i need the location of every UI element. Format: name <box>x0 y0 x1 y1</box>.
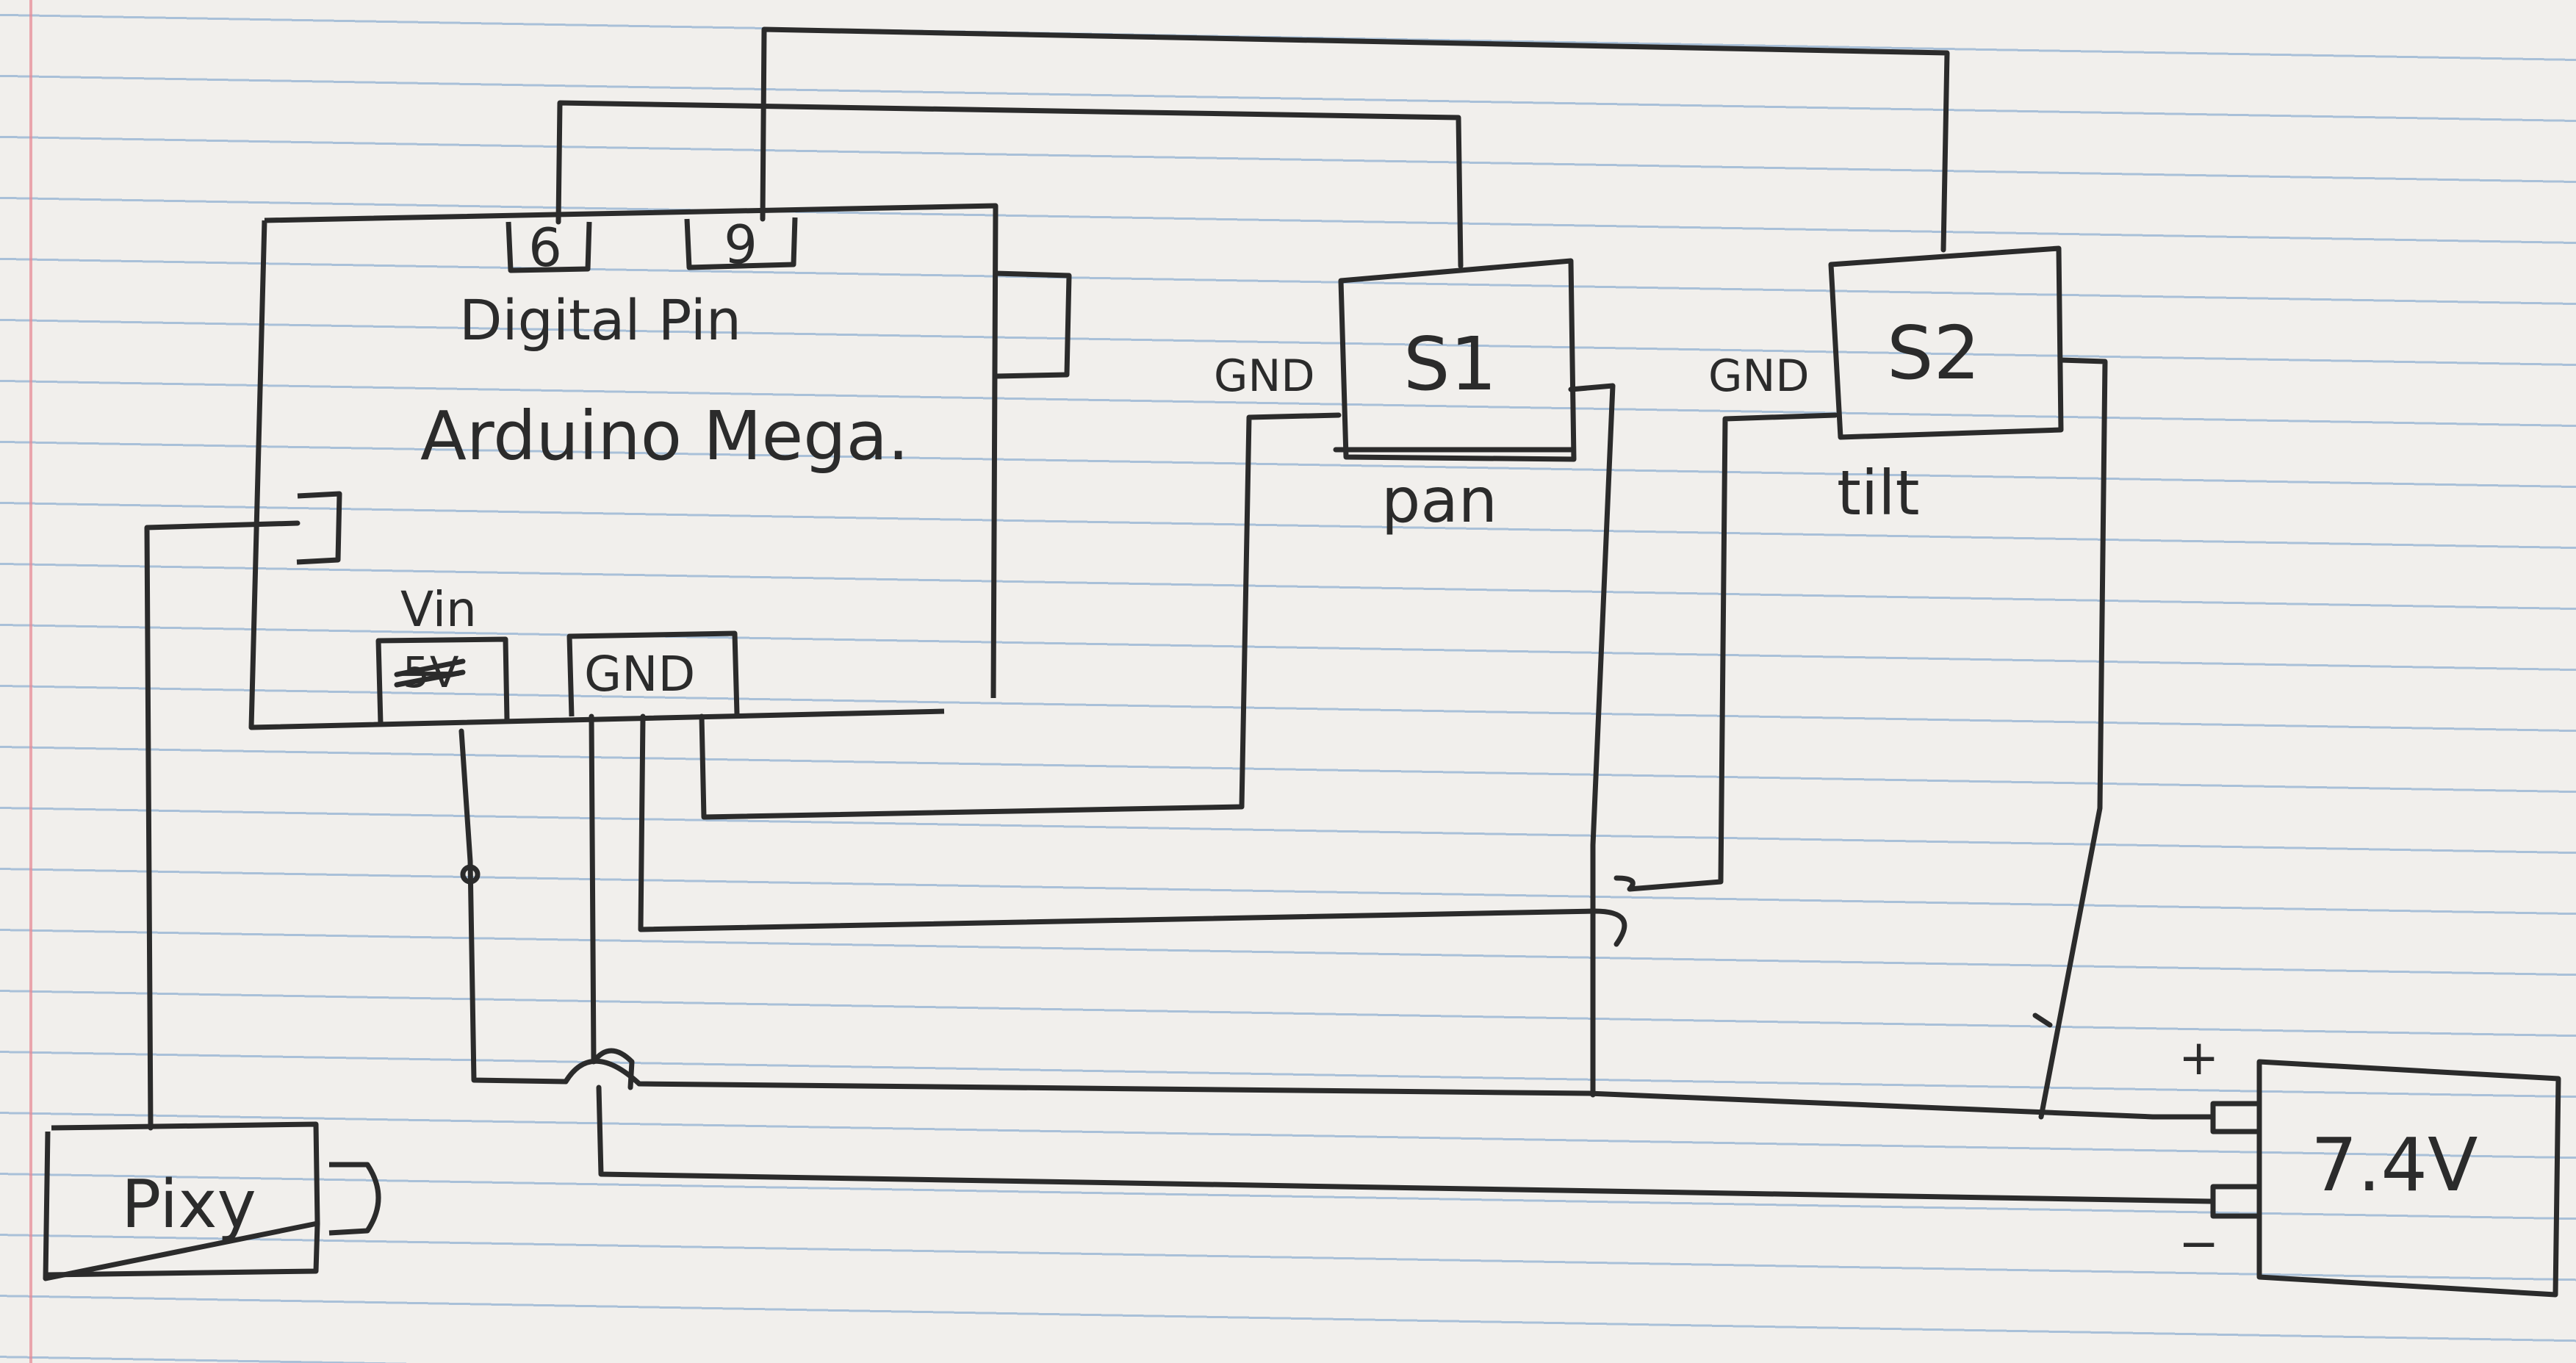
digital-pin-label: Digital Pin <box>459 287 741 353</box>
wire-s2-plus-to-battery <box>2038 357 2108 1120</box>
arduino-gnd-label: GND <box>584 646 695 702</box>
battery-plus-label: + <box>2179 1029 2219 1086</box>
arduino-board-outline <box>248 203 999 730</box>
wire-gnd-to-s2 <box>638 412 1838 947</box>
battery-label: 7.4V <box>2311 1122 2478 1208</box>
servo-s2-gnd-label: GND <box>1708 350 1810 402</box>
pin-9-label: 9 <box>724 214 758 276</box>
vin-header-box <box>375 636 510 724</box>
arduino-name-label: Arduino Mega. <box>420 397 909 475</box>
wire-pin6-to-s1 <box>555 100 1464 269</box>
battery-minus-label: − <box>2179 1215 2219 1272</box>
pixy-box-bottom <box>47 1223 320 1278</box>
vin-strike-mark <box>394 658 466 688</box>
battery-minus-terminal <box>2210 1184 2259 1219</box>
wire-gnd-to-s1 <box>699 412 1342 820</box>
servo-s2-box <box>1828 245 2064 440</box>
pixy-label: Pixy <box>121 1166 256 1243</box>
wire-vin-to-battery-plus <box>458 728 2215 1120</box>
battery-plus-terminal <box>2210 1101 2259 1134</box>
vin-label: Vin <box>400 581 477 638</box>
servo-s2-caption: tilt <box>1837 457 1920 529</box>
wire-s2-joint-mark <box>2032 1013 2053 1028</box>
wire-pin9-to-s2 <box>760 26 1950 253</box>
wire-vin-joint <box>460 864 481 885</box>
wire-gnd-to-battery-minus <box>589 713 2215 1204</box>
pin-6-label: 6 <box>528 217 562 278</box>
arduino-usb-port <box>995 270 1072 379</box>
pin-6-box <box>506 221 592 273</box>
servo-s1-label: S1 <box>1403 321 1497 407</box>
servo-s1-caption: pan <box>1381 464 1497 536</box>
wire-s1-plus-to-battery <box>1568 383 1616 1098</box>
pin-9-box <box>684 217 798 270</box>
servo-s1-box <box>1338 258 1577 462</box>
pixy-lens <box>328 1162 381 1236</box>
servo-s2-label: S2 <box>1887 310 1980 396</box>
wire-pixy-to-arduino <box>144 520 301 1131</box>
battery-box <box>2256 1059 2561 1298</box>
gnd-header-box <box>566 630 740 717</box>
pixy-connector-box <box>296 491 342 565</box>
servo-s1-gnd-label: GND <box>1214 350 1315 402</box>
